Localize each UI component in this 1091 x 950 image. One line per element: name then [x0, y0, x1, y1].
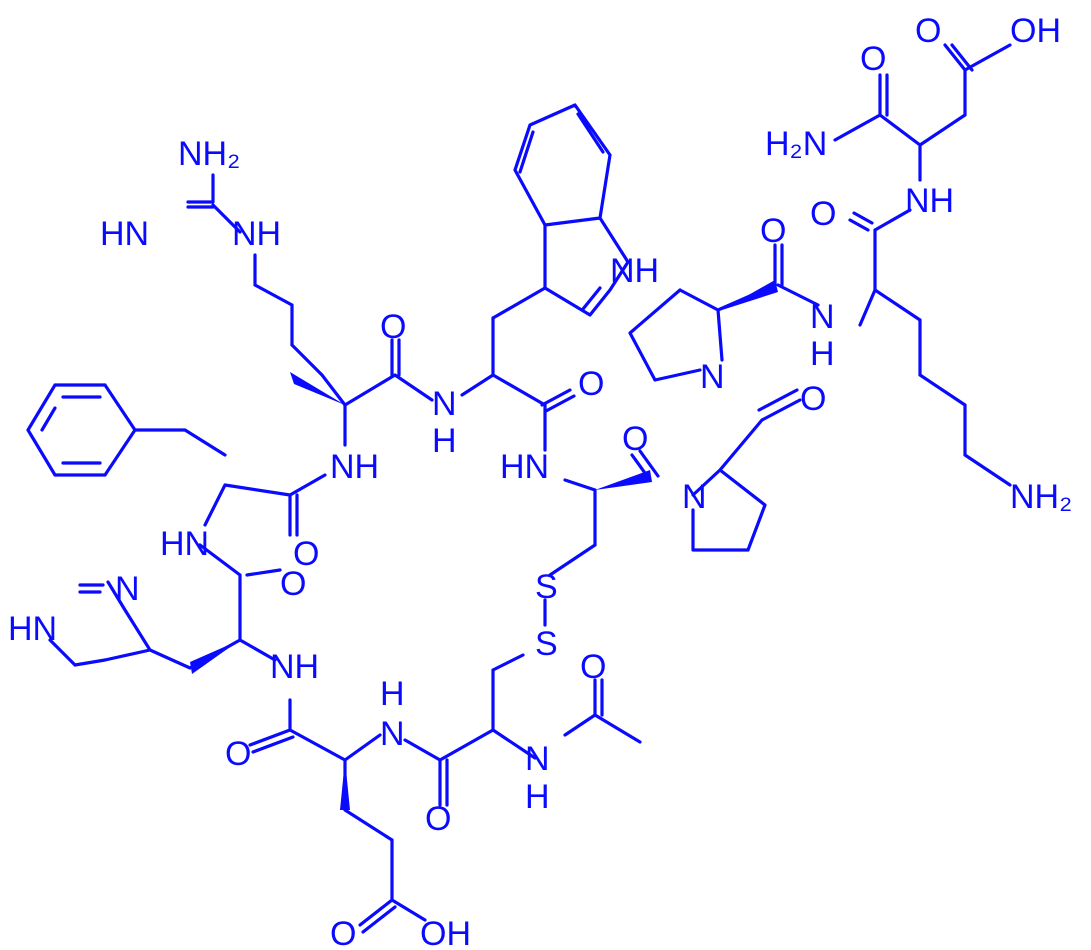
atom-label: NH — [232, 215, 281, 253]
his-bonds — [48, 543, 282, 670]
atom-label: H — [525, 778, 550, 816]
atom-label: H — [380, 675, 405, 713]
cys1-acetyl-bonds — [403, 653, 642, 807]
atom-label: OH — [1010, 12, 1061, 50]
atom-label: NH₂ — [1010, 478, 1072, 516]
atom-label: N — [682, 478, 707, 516]
atom-label: N — [700, 358, 725, 396]
arg-guanidine-bonds — [186, 173, 347, 447]
atom-label: O — [915, 12, 941, 50]
atom-label: O — [622, 420, 648, 458]
atom-label: HN — [8, 610, 57, 648]
atom-label: H₂N — [765, 125, 827, 163]
cys2-bonds — [548, 449, 660, 577]
bond-skeleton — [26, 43, 1012, 934]
atom-label: O — [810, 195, 836, 233]
atom-label: O — [330, 915, 356, 950]
phe-backbone-bonds — [203, 473, 327, 537]
arg-wedge — [290, 372, 345, 405]
trp-backbone-bonds — [460, 316, 576, 452]
atom-label: NH — [610, 252, 659, 290]
atom-label: HN — [100, 215, 149, 253]
pro1-ring-bonds — [691, 388, 802, 552]
arg-carbonyl-bonds — [343, 338, 434, 407]
atom-label: N — [810, 298, 835, 336]
atom-label: O — [860, 40, 886, 78]
atom-label: S — [535, 625, 558, 663]
atom-label: N — [432, 385, 457, 423]
atom-label: O — [293, 535, 319, 573]
pro2-wedge — [722, 280, 778, 310]
atom-label: NH — [330, 448, 379, 486]
stereo-wedges — [190, 280, 778, 810]
atom-label: NH₂ — [178, 135, 240, 173]
phe-ring-bonds — [26, 383, 227, 477]
atom-label: O — [280, 565, 306, 603]
atom-label: N — [380, 715, 405, 753]
asp-bonds — [833, 43, 1012, 182]
atom-label: N — [115, 570, 140, 608]
atom-label: HN — [500, 448, 549, 486]
lys-bonds — [848, 208, 1012, 487]
atom-labels: NH₂ HN NH O NH N H NH O HN O N O N O N H… — [8, 12, 1072, 950]
atom-label: O — [425, 800, 451, 838]
atom-label: O — [225, 735, 251, 773]
cys2-wedge — [595, 470, 652, 490]
atom-label: N — [525, 740, 550, 778]
atom-label: O — [800, 380, 826, 418]
atom-label: O — [580, 648, 606, 686]
atom-label: HN — [160, 525, 209, 563]
atom-label: O — [578, 365, 604, 403]
atom-label: NH — [905, 182, 954, 220]
glu-bonds — [248, 698, 427, 934]
atom-label: H — [432, 422, 457, 460]
atom-label: O — [760, 212, 786, 250]
atom-label: H — [810, 335, 835, 373]
atom-label: S — [535, 568, 558, 606]
indole-ring-bonds — [491, 103, 630, 320]
atom-label: O — [380, 308, 406, 346]
atom-label: NH — [270, 648, 319, 686]
atom-label: OH — [420, 915, 471, 950]
glu-wedge — [340, 760, 350, 810]
his-wedge — [190, 640, 240, 674]
